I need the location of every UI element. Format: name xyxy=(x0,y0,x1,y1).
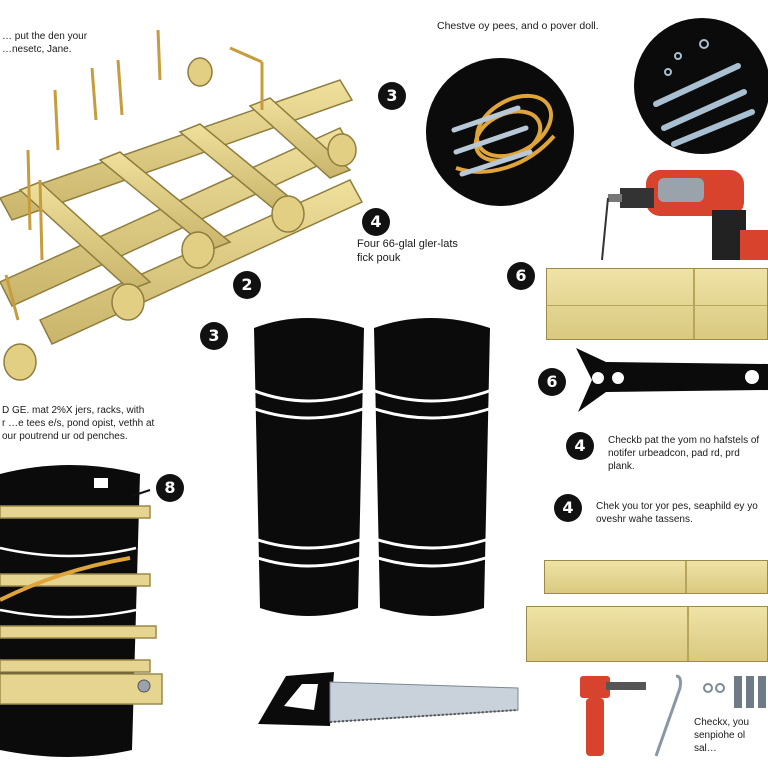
bolts-icon xyxy=(703,676,766,708)
note-top-center: Chestve oy pees, and o pover doll. xyxy=(437,20,599,32)
step-badge-2: 2 xyxy=(233,271,261,299)
note-four-glue-line1: Four 66-glal gler-lats xyxy=(357,238,458,250)
hand-saw-icon xyxy=(258,672,519,726)
wrench-icon xyxy=(576,348,768,412)
step-badge-6-top: 6 xyxy=(507,262,535,290)
wood-plank-bottom xyxy=(526,606,768,662)
step-badge-3-top: 3 xyxy=(378,82,406,110)
note-right-b: Chek you tor yor pes, seaphild ey yo ove… xyxy=(596,501,758,525)
note-four-glue-line2: fick pouk xyxy=(357,252,401,264)
plastic-barrels xyxy=(251,318,493,616)
step-badge-8: 8 xyxy=(156,474,184,502)
step-badge-4-right-b: 4 xyxy=(554,494,582,522)
note-top-left: … put the den your …nesetc, Jane. xyxy=(2,31,88,55)
hook-icon xyxy=(654,674,682,757)
note-bottom-right: Checkx, you senpiohe ol sal… xyxy=(694,717,750,754)
screws-icon xyxy=(634,18,768,154)
wood-plank-top xyxy=(546,268,768,340)
step-badge-3-left: 3 xyxy=(200,322,228,350)
power-drill-icon xyxy=(601,170,768,261)
step-badge-4-mid: 4 xyxy=(362,208,390,236)
note-right-a: Checkb pat the yom no hafstels of notife… xyxy=(608,435,760,472)
step-badge-6-mid: 6 xyxy=(538,368,566,396)
wood-plank-thin xyxy=(544,560,768,594)
wood-raft-frame xyxy=(0,29,364,381)
step-badge-4-right-a: 4 xyxy=(566,432,594,460)
hammer-icon xyxy=(580,676,646,756)
barrel-with-planks xyxy=(0,465,163,757)
screws-and-rope-icon xyxy=(426,58,574,206)
note-left-mid: D GE. mat 2%X jers, racks, with r …e tee… xyxy=(2,405,155,442)
